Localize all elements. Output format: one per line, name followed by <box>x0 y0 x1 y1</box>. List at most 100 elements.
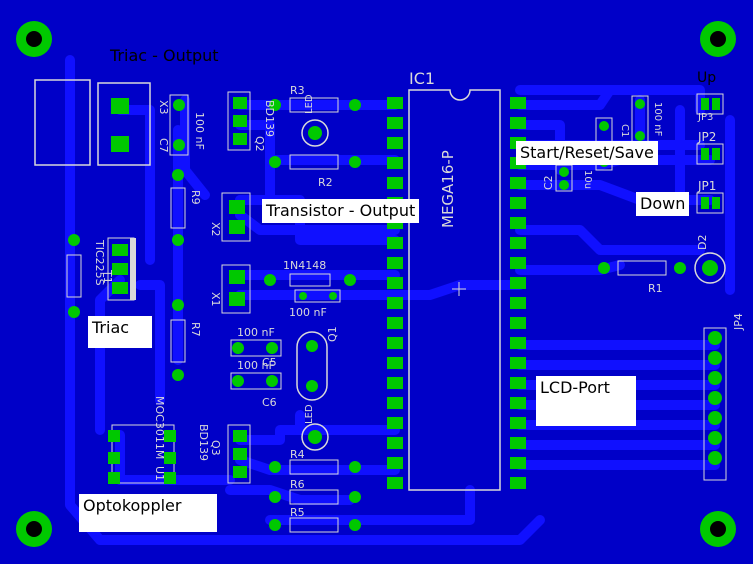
ic1-pin <box>387 317 403 329</box>
ic1-pin <box>387 277 403 289</box>
c-100nf-capacitor <box>294 289 341 303</box>
t1-triac <box>107 237 136 301</box>
jp1-jumper <box>696 192 724 214</box>
c7-capacitor <box>169 94 189 156</box>
c6-capacitor <box>230 372 282 390</box>
ic1-pin <box>510 317 526 329</box>
r9-label: R9 <box>189 190 202 205</box>
r7-resistor <box>170 299 186 381</box>
d2-led <box>694 252 726 284</box>
ic1-pin <box>387 237 403 249</box>
led-bottom-label: LED <box>304 404 315 424</box>
led-top <box>301 119 329 147</box>
ic1-pin <box>510 257 526 269</box>
c-top-capacitor <box>631 95 649 145</box>
ic1-pin <box>387 177 403 189</box>
mega16-label: MEGA16-P <box>439 150 457 228</box>
c5-capacitor <box>230 339 282 357</box>
mounting-holes <box>16 21 736 547</box>
ic1-pin <box>510 357 526 369</box>
r7-label: R7 <box>189 322 202 337</box>
ic1-pin <box>387 157 403 169</box>
ic1-pin <box>510 477 526 489</box>
q1-crystal <box>296 331 328 401</box>
down-label: Down <box>636 192 690 216</box>
q2-label: Q2 <box>253 136 266 152</box>
moc3011m-label: MOC3011M <box>153 396 166 459</box>
c2-capacitor <box>555 164 573 192</box>
c1-label: C1 <box>619 124 630 137</box>
x3-label: X3 <box>157 100 170 115</box>
lcd-port-label: LCD-Port <box>536 376 636 426</box>
triac-label: Triac <box>88 316 152 348</box>
r1-resistor <box>598 260 686 276</box>
c7-label: C7 <box>157 138 170 153</box>
start-reset-save-label: Start/Reset/Save <box>516 141 658 165</box>
jp3-jumper <box>696 93 724 115</box>
ic1-pin <box>510 437 526 449</box>
r9-resistor <box>170 169 186 246</box>
ic1-pin <box>510 117 526 129</box>
ic1-pin <box>510 237 526 249</box>
ic1-pin <box>510 337 526 349</box>
d2-label: D2 <box>696 235 709 250</box>
diode-label: 1N4148 <box>283 259 326 272</box>
ic1-pin <box>510 197 526 209</box>
jp3-label: JP3 <box>697 112 713 123</box>
jp4-lcd-header <box>703 327 727 481</box>
jp4-pin <box>708 351 722 365</box>
r2-label: R2 <box>318 176 333 189</box>
d1-diode <box>264 273 356 287</box>
u1-optocoupler <box>108 424 176 484</box>
jp4-pin <box>708 451 722 465</box>
ic1-pin <box>387 337 403 349</box>
bd139-q3-label: BD139 <box>197 424 210 461</box>
jp4-label: JP4 <box>732 313 745 331</box>
ic1-pin <box>387 417 403 429</box>
x2-label: X2 <box>209 222 222 237</box>
c2-label: C2 <box>542 175 555 190</box>
q1-label: Q1 <box>326 326 339 342</box>
t1-label: T1 <box>101 269 114 284</box>
jp4-pin <box>708 411 722 425</box>
x3-terminal-block <box>34 79 151 166</box>
ic1-label: IC1 <box>409 69 435 88</box>
bd139-q2-label: BD139 <box>263 100 276 137</box>
c5-label: C5 <box>262 356 277 369</box>
ic1-pin <box>510 97 526 109</box>
ic1-pin <box>387 357 403 369</box>
transistor-output-label: Transistor - Output <box>262 199 420 223</box>
ic1-pin <box>510 457 526 469</box>
u1-label: U1 <box>153 466 166 481</box>
up-label: Up <box>697 70 716 86</box>
ic1-pin <box>510 377 526 389</box>
c5-value-label: 100 nF <box>237 326 275 339</box>
jp4-pin <box>708 371 722 385</box>
jp4-pin <box>708 391 722 405</box>
x2-terminal <box>221 192 251 242</box>
r2-resistor <box>269 154 361 170</box>
led-top-label: LED <box>304 94 315 114</box>
x1-terminal <box>221 264 251 314</box>
led-bottom <box>301 423 329 451</box>
r5-resistor <box>269 517 361 533</box>
ic1-pin <box>510 177 526 189</box>
q3-label: Q3 <box>209 440 222 456</box>
c6-value-label: 100 nF <box>237 359 275 372</box>
jp2-label: JP2 <box>697 130 716 144</box>
q3-transistor <box>227 424 251 484</box>
r4-label: R4 <box>290 448 305 461</box>
ic1-pin <box>387 117 403 129</box>
ic1-pin <box>387 137 403 149</box>
r5-label: R5 <box>290 506 305 519</box>
jp2-jumper <box>696 143 724 165</box>
jp4-pin <box>708 431 722 445</box>
r6-label: R6 <box>290 478 305 491</box>
c-top-value-label: 100 nF <box>652 102 663 137</box>
triac-output-title: Triac - Output <box>110 46 219 65</box>
tic225s-label: TIC225S <box>93 239 106 286</box>
q2-transistor <box>227 91 251 151</box>
jp4-pin <box>708 331 722 345</box>
ic1-pin <box>510 397 526 409</box>
